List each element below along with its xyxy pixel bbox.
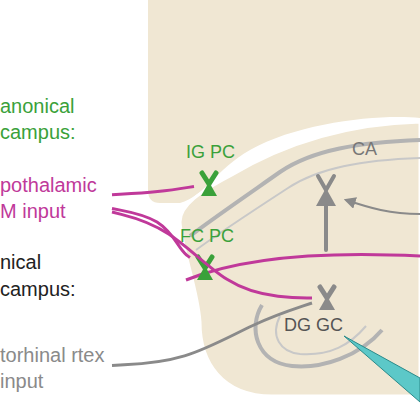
ca3-pyramidal-cell: [316, 176, 336, 250]
group-heading: nical: [0, 252, 41, 272]
cell-shape: [190, 254, 220, 282]
input-arrow: [346, 200, 420, 214]
cell-label: DG GC: [284, 316, 343, 334]
region-label: CA: [352, 140, 377, 158]
fiber-connector: [112, 209, 190, 258]
fiber-connector: [112, 303, 312, 365]
input-label: torhinal rtex input: [0, 342, 112, 394]
cell-shape: [194, 170, 224, 198]
cell-label: IG PC: [186, 143, 235, 161]
input-label: pothalamic M input: [0, 172, 112, 224]
cell-label: FC PC: [180, 227, 234, 245]
dg-granule-layer: [255, 305, 382, 366]
cell-dendrite: [320, 287, 334, 298]
sum-fiber: [186, 254, 420, 280]
neuron-cell: DG GC: [312, 284, 342, 312]
recording-pipette: [344, 336, 420, 402]
fiber-connector: [112, 212, 312, 298]
group-heading: anonical: [0, 96, 75, 116]
group-heading: campus:: [0, 279, 76, 299]
input-text: torhinal rtex input: [0, 342, 112, 394]
neuron-cell: IG PC: [194, 170, 224, 198]
input-text: pothalamic M input: [0, 172, 112, 224]
cell-shape: [312, 284, 342, 312]
hippocampus-region: [180, 122, 420, 396]
dg-granule-layer-edge: [276, 316, 366, 354]
neuron-cell: FC PC: [190, 254, 220, 282]
cell-dendrite: [202, 173, 216, 184]
group-heading: campus:: [0, 122, 76, 142]
cell-dendrite: [198, 257, 212, 268]
fiber-connector: [112, 186, 194, 194]
